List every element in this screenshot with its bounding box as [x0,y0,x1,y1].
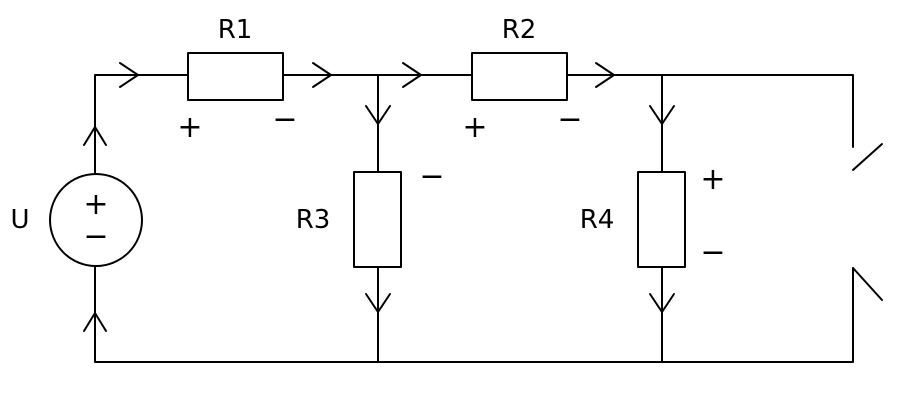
r4-plus-mark: + [700,162,725,197]
label-r2: R2 [502,15,537,45]
current-arrows [83,62,675,332]
arrow-down-icon [649,105,675,125]
r2-plus-mark: + [462,110,487,145]
wire-left-upper [94,74,189,175]
source-minus-sign: − [83,219,108,254]
label-r4: R4 [580,205,615,235]
wire-r2-to-right [566,74,854,148]
arrow-up-icon [83,312,107,332]
switch-lower-blade [852,267,883,301]
resistor-r4 [637,171,686,268]
r1-minus-mark: − [272,102,297,137]
arrow-down-icon [365,293,391,313]
switch-upper-blade [852,143,883,171]
source-plus-sign: + [83,187,108,222]
r4-minus-mark: − [700,235,725,270]
resistor-r3 [353,171,402,268]
voltage-source [49,173,143,267]
wire-left-lower [94,265,854,363]
resistor-r1 [187,52,284,101]
arrow-right-icon [119,62,139,88]
arrow-right-icon [595,62,615,88]
arrow-down-icon [649,293,675,313]
label-r1: R1 [218,15,253,45]
r1-plus-mark: + [177,110,202,145]
arrow-right-icon [402,62,422,88]
arrow-down-icon [365,105,391,125]
label-r3: R3 [296,205,331,235]
r3-minus-mark: − [419,159,444,194]
r2-minus-mark: − [557,102,582,137]
resistor-r2 [471,52,568,101]
arrow-right-icon [312,62,332,88]
label-source-u: U [10,205,29,235]
arrow-up-icon [83,126,107,146]
open-switch [852,143,883,301]
